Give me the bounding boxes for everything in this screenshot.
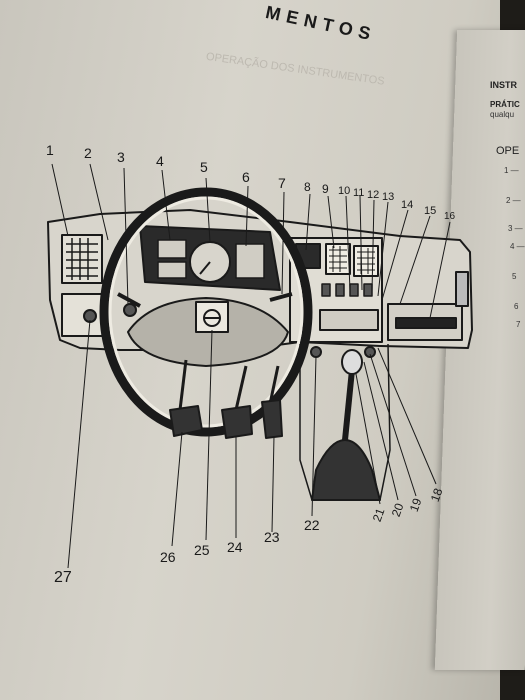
right-item: 7	[516, 320, 521, 329]
callout-12: 12	[367, 189, 380, 201]
gauge-right	[235, 243, 265, 279]
right-item: 6	[514, 302, 519, 311]
switch-row	[321, 283, 373, 297]
callout-10: 10	[338, 185, 351, 197]
radio-slot	[319, 309, 379, 331]
tunnel	[299, 343, 391, 501]
callout-16: 16	[444, 211, 456, 222]
left-vent-slats	[66, 238, 98, 280]
gear-boot	[311, 439, 381, 501]
pedal-left	[169, 405, 203, 437]
ignition	[123, 303, 137, 317]
right-stalk	[269, 292, 293, 302]
right-item: 4 —	[510, 242, 525, 251]
right-item: 1 —	[504, 166, 519, 175]
callout-25: 25	[194, 542, 210, 558]
callout-26: 26	[160, 549, 176, 565]
callout-23: 23	[264, 529, 280, 545]
callout-15: 15	[424, 205, 437, 217]
right-page-section: OPE	[496, 145, 520, 157]
callout-9: 9	[322, 182, 329, 196]
pedal-arm-left	[178, 359, 188, 411]
right-vent	[455, 271, 469, 307]
callout-8: 8	[304, 180, 311, 194]
pedal-right	[261, 399, 283, 439]
callout-14: 14	[401, 199, 414, 211]
gear-knob	[341, 349, 363, 375]
right-item: 2 —	[506, 196, 521, 205]
center-vent-left	[325, 243, 351, 275]
right-item: 3 —	[508, 224, 523, 233]
steering-wheel	[99, 187, 313, 437]
left-stalk	[117, 292, 141, 308]
callout-7: 7	[278, 175, 286, 191]
right-page-text: qualqu	[490, 110, 515, 119]
glovebox-handle	[395, 317, 457, 329]
callout-5: 5	[200, 159, 208, 175]
pedal-arm-right	[268, 365, 280, 405]
knob-right	[364, 346, 376, 358]
center-vent-right	[353, 245, 379, 277]
callout-13: 13	[382, 191, 395, 203]
pedal-arm-mid	[234, 365, 248, 411]
callout-11: 11	[353, 187, 365, 199]
right-page-subtitle: PRÁTIC	[490, 100, 520, 109]
callout-24: 24	[227, 539, 243, 555]
knob-left	[310, 346, 322, 358]
callout-27: 27	[54, 569, 72, 586]
callout-4: 4	[156, 153, 164, 169]
callout-1: 1	[46, 142, 54, 158]
gauge-left-bottom	[157, 261, 187, 279]
left-vent	[61, 234, 103, 284]
leader-lines	[51, 163, 451, 569]
pedal-mid	[221, 405, 253, 439]
right-item: 5	[512, 272, 517, 281]
callout-3: 3	[117, 149, 125, 165]
right-page-title: INSTR	[490, 80, 517, 90]
gauge-left-top	[157, 239, 187, 259]
gear-shaft	[342, 369, 355, 441]
callout-22: 22	[304, 517, 320, 533]
callout-6: 6	[242, 169, 250, 185]
callout-2: 2	[84, 145, 92, 161]
